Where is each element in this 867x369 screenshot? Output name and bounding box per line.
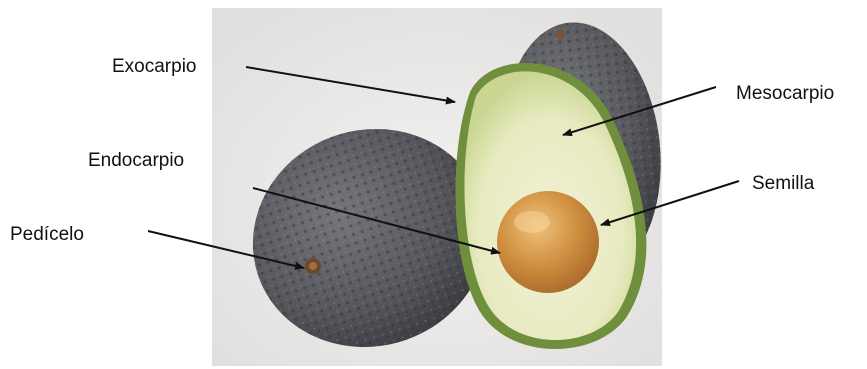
label-endocarpio: Endocarpio bbox=[88, 151, 184, 170]
label-exocarpio: Exocarpio bbox=[112, 57, 197, 76]
label-mesocarpio: Mesocarpio bbox=[736, 84, 834, 103]
label-pedicelo: Pedícelo bbox=[10, 225, 84, 244]
label-semilla: Semilla bbox=[752, 174, 814, 193]
